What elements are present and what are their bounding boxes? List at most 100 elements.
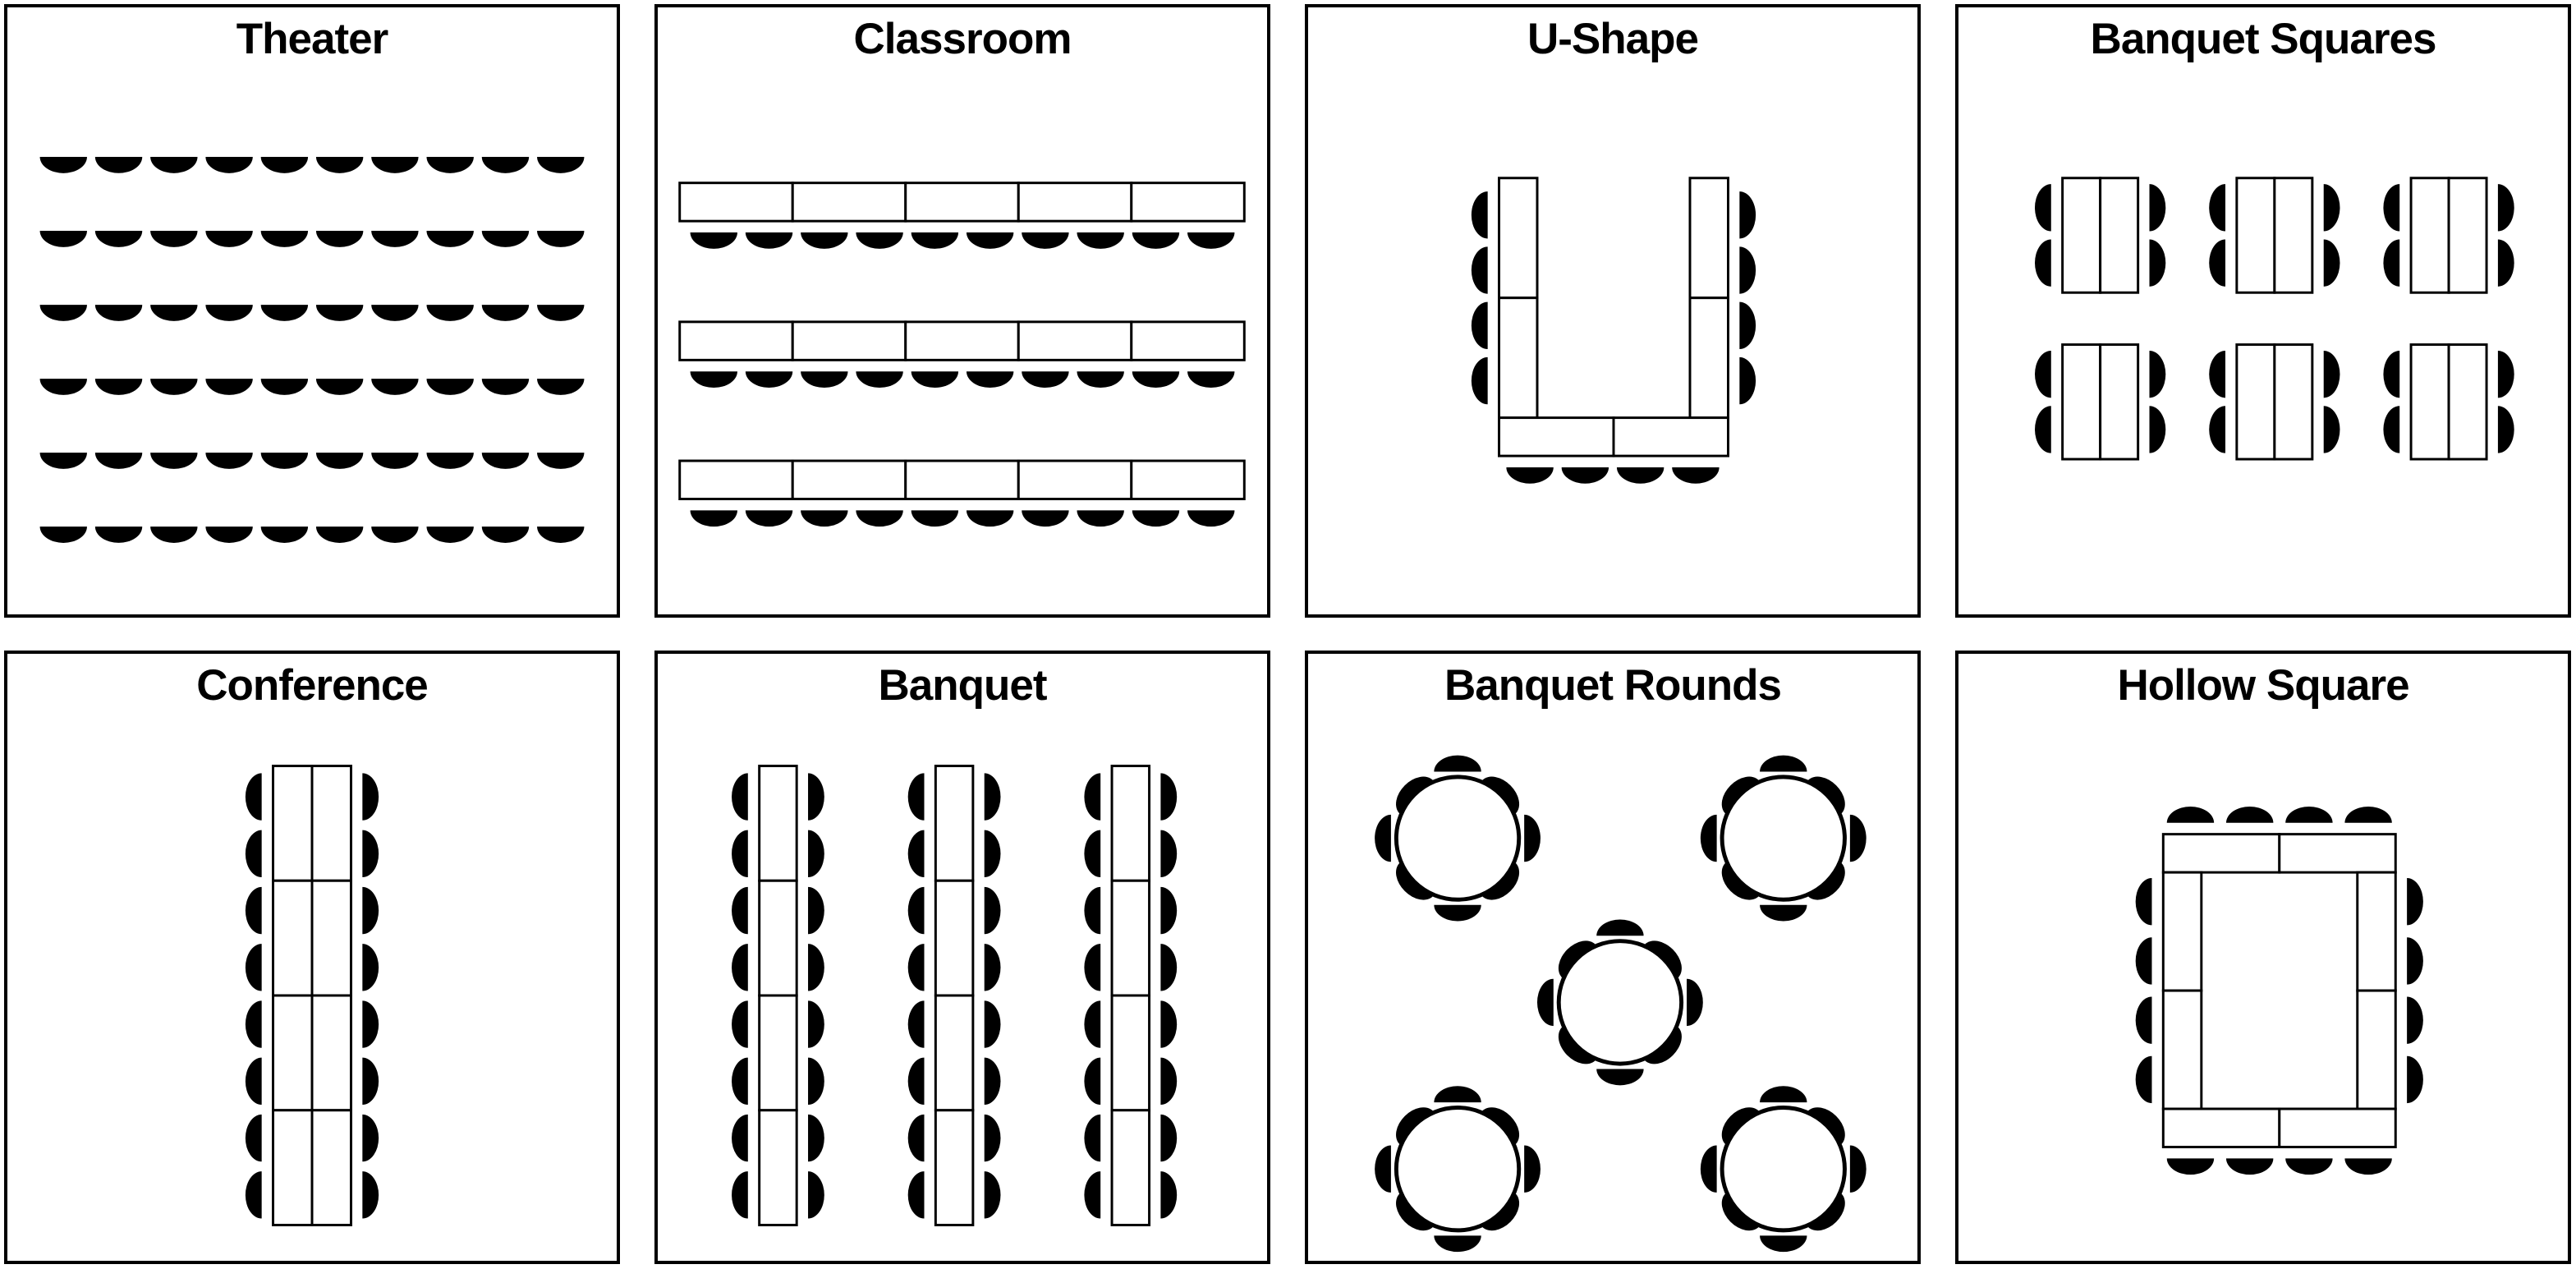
chair-icon xyxy=(362,944,379,991)
chair-icon xyxy=(907,1000,925,1048)
chair-icon xyxy=(2497,184,2514,232)
table-segment xyxy=(678,459,794,501)
chair-icon xyxy=(2344,1158,2392,1175)
chair-slot xyxy=(1375,1145,1391,1193)
chair-icon xyxy=(1077,510,1124,527)
table-segment xyxy=(2447,343,2488,461)
chair-icon xyxy=(481,157,530,173)
chair-icon xyxy=(537,231,585,247)
chair-icon xyxy=(39,453,87,469)
chair-icon xyxy=(2407,878,2423,926)
chair-icon xyxy=(537,526,585,543)
chair-icon xyxy=(1160,1000,1178,1048)
chair-icon xyxy=(371,453,419,469)
table-segment xyxy=(310,1109,352,1226)
chair-icon xyxy=(205,526,253,543)
table-segment xyxy=(1688,297,1729,420)
chair-icon xyxy=(371,231,419,247)
table-segment xyxy=(272,765,314,882)
chair-icon xyxy=(205,157,253,173)
chair-icon xyxy=(245,886,262,935)
chair-icon xyxy=(907,830,925,878)
table-segment xyxy=(934,765,975,882)
chair-icon xyxy=(732,944,748,991)
chair-icon xyxy=(1687,978,1703,1027)
chair-icon xyxy=(1471,191,1488,239)
table-segment xyxy=(678,320,794,361)
chair-icon xyxy=(907,1057,925,1106)
table-segment xyxy=(272,994,314,1112)
chair-icon xyxy=(260,231,309,247)
chair-icon xyxy=(245,1114,262,1162)
chair-icon xyxy=(371,526,419,543)
chair-icon xyxy=(39,231,87,247)
chair-icon xyxy=(2225,806,2274,823)
chair-icon xyxy=(2285,1158,2333,1175)
chair-icon xyxy=(2497,406,2514,453)
chair-icon xyxy=(2383,239,2400,287)
chair-icon xyxy=(481,379,530,395)
chair-icon xyxy=(205,453,253,469)
chair-icon xyxy=(362,1057,379,1106)
table-segment xyxy=(791,182,907,223)
chair-icon xyxy=(537,379,585,395)
table-segment xyxy=(2099,343,2140,461)
chair-icon xyxy=(1471,301,1488,349)
chair-icon xyxy=(1849,1145,1867,1193)
chair-icon xyxy=(1700,814,1717,862)
chair-icon xyxy=(808,1171,824,1219)
chair-icon xyxy=(426,157,474,173)
table-segment xyxy=(2278,833,2397,874)
chair-icon xyxy=(911,510,959,527)
chair-slot xyxy=(1760,1086,1807,1103)
table-segment xyxy=(758,765,798,882)
chair-icon xyxy=(362,1171,379,1219)
chair-icon xyxy=(315,157,364,173)
chair-icon xyxy=(808,886,824,935)
chair-icon xyxy=(1596,919,1644,936)
chair-icon xyxy=(94,157,143,173)
table-segment xyxy=(272,1109,314,1226)
chair-icon xyxy=(907,886,925,935)
chair-icon xyxy=(745,371,793,388)
chair-icon xyxy=(371,305,419,321)
table-segment xyxy=(1130,182,1246,223)
chair-icon xyxy=(1524,814,1541,862)
chair-icon xyxy=(1524,1145,1541,1193)
chair-slot xyxy=(1537,978,1554,1027)
chair-icon xyxy=(732,1057,748,1106)
table-segment xyxy=(678,182,794,223)
chair-icon xyxy=(911,371,959,388)
chair-icon xyxy=(260,526,309,543)
chair-icon xyxy=(150,157,198,173)
table-segment xyxy=(2061,177,2102,294)
chair-slot xyxy=(1596,919,1644,936)
table-segment xyxy=(758,994,798,1112)
table-segment xyxy=(791,459,907,501)
chair-icon xyxy=(732,773,748,821)
table-segment xyxy=(310,994,352,1112)
panel-title: Hollow Square xyxy=(2117,661,2409,710)
round-table xyxy=(1556,939,1684,1066)
table-segment xyxy=(2447,177,2488,294)
chair-icon xyxy=(808,773,824,821)
table-segment xyxy=(904,182,1020,223)
chair-icon xyxy=(150,305,198,321)
chair-icon xyxy=(984,944,1001,991)
chair-icon xyxy=(1561,467,1609,484)
chair-icon xyxy=(94,453,143,469)
round-table xyxy=(1720,775,1847,902)
table-segment xyxy=(2409,177,2450,294)
chair-icon xyxy=(362,773,379,821)
chair-icon xyxy=(1022,232,1069,249)
chair-slot xyxy=(1849,814,1867,862)
table-segment xyxy=(1110,765,1151,882)
chair-icon xyxy=(39,157,87,173)
chair-icon xyxy=(2209,350,2225,398)
panel-title: U-Shape xyxy=(1527,15,1699,63)
chair-icon xyxy=(245,1000,262,1048)
panel-title: Conference xyxy=(196,661,429,710)
chair-icon xyxy=(732,1171,748,1219)
chair-icon xyxy=(150,231,198,247)
chair-icon xyxy=(94,231,143,247)
